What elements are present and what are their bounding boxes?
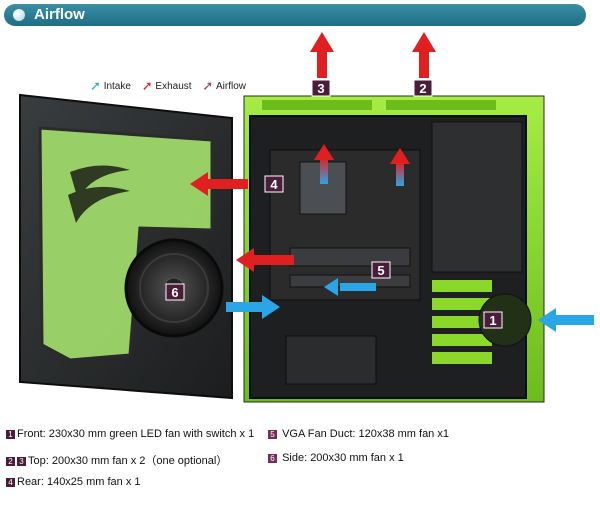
- svg-text:3: 3: [317, 81, 324, 96]
- airflow-arrow-icon: ➚: [202, 78, 214, 93]
- spec-front-text: Front: 230x30 mm green LED fan with swit…: [17, 428, 255, 440]
- svg-text:5: 5: [377, 263, 384, 278]
- legend-exhaust-label: Exhaust: [155, 80, 192, 92]
- svg-text:1: 1: [489, 313, 496, 328]
- side-panel: [19, 93, 233, 400]
- badge-2: 2: [6, 456, 15, 466]
- case-body: [243, 95, 545, 403]
- spec-vga: 5 VGA Fan Duct: 120x38 mm fan x1: [268, 428, 449, 440]
- intake-arrow-icon: ➚: [90, 78, 101, 93]
- marker-2: 2: [413, 79, 433, 97]
- airflow-arrow: [396, 162, 404, 186]
- marker-6: 6: [165, 283, 185, 301]
- legend-intake-label: Intake: [103, 80, 131, 92]
- section-header: Airflow: [4, 4, 586, 26]
- marker-4: 4: [264, 175, 284, 193]
- badge-6: 6: [268, 453, 277, 463]
- spec-rear-text: Rear: 140x25 mm fan x 1: [17, 476, 141, 488]
- legend-airflow-label: Airflow: [216, 80, 247, 92]
- marker-1: 1: [483, 311, 503, 329]
- bullet-icon: [13, 9, 25, 21]
- spec-vga-text: VGA Fan Duct: 120x38 mm fan x1: [282, 428, 449, 440]
- airflow-legend: ➚ Intake ➚ Exhaust ➚ Airflow: [90, 78, 246, 94]
- svg-text:6: 6: [171, 285, 178, 300]
- badge-4: 4: [6, 477, 15, 487]
- spec-side: 6 Side: 200x30 mm fan x 1: [268, 452, 404, 464]
- badge-3: 3: [17, 456, 26, 466]
- airflow-arrow: [320, 158, 328, 184]
- exhaust-arrow-icon: ➚: [141, 78, 153, 93]
- marker-5: 5: [371, 261, 391, 279]
- spec-side-text: Side: 200x30 mm fan x 1: [282, 452, 404, 464]
- svg-text:4: 4: [270, 177, 278, 192]
- section-title: Airflow: [34, 6, 85, 23]
- psu: [285, 335, 377, 385]
- rear-exhaust-arrows: [190, 172, 294, 272]
- graphics-card: [289, 247, 411, 267]
- badge-1: 1: [6, 429, 15, 439]
- svg-text:2: 2: [419, 81, 426, 96]
- side-intake-arrow: [226, 278, 376, 319]
- front-intake-arrow: [538, 308, 594, 332]
- marker-3: 3: [311, 79, 331, 97]
- case-airflow-diagram: 3 2 4 5 6 1: [19, 32, 594, 403]
- spec-top-text: Top: 200x30 mm fan x 2（one optional）: [28, 455, 228, 467]
- badge-5: 5: [268, 429, 277, 439]
- top-exhaust-arrows: [310, 32, 436, 78]
